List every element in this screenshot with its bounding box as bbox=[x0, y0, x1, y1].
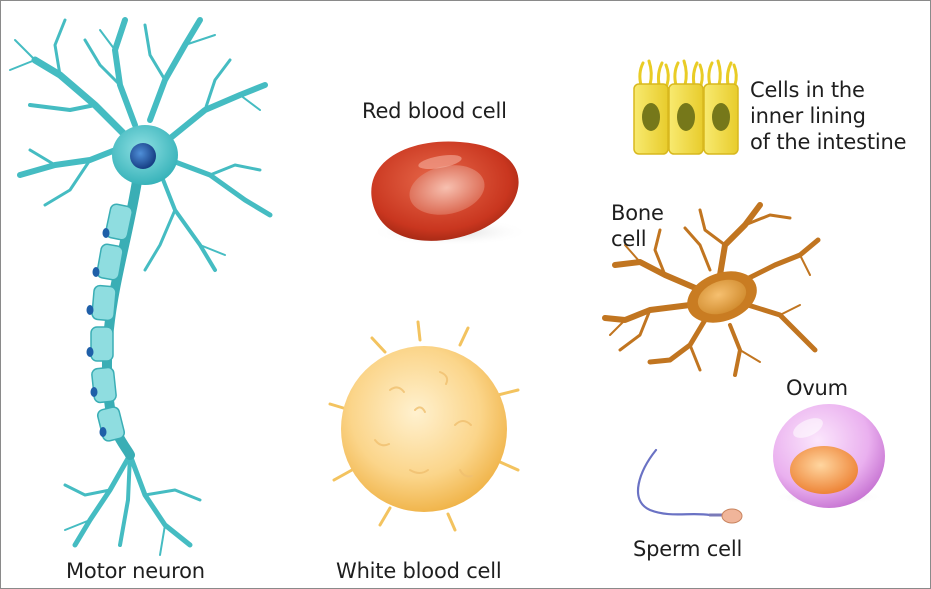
label-red-blood-cell: Red blood cell bbox=[362, 98, 507, 124]
label-ovum: Ovum bbox=[786, 375, 848, 401]
intestine-cells bbox=[634, 61, 738, 154]
white-blood-cell bbox=[330, 322, 518, 530]
red-blood-cell bbox=[370, 142, 530, 246]
sperm-cell bbox=[638, 450, 742, 523]
label-sperm-cell: Sperm cell bbox=[633, 536, 742, 562]
label-white-blood-cell: White blood cell bbox=[336, 558, 502, 584]
label-intestine-cells: Cells in the inner lining of the intesti… bbox=[750, 77, 906, 155]
label-bone-cell: Bone cell bbox=[611, 200, 681, 252]
ovum bbox=[773, 404, 885, 508]
motor-neuron bbox=[10, 20, 270, 555]
label-motor-neuron: Motor neuron bbox=[66, 558, 205, 584]
label-bone-line-2: cell bbox=[611, 226, 681, 252]
label-intestine-line-3: of the intestine bbox=[750, 129, 906, 155]
label-bone-line-1: Bone bbox=[611, 200, 681, 226]
label-intestine-line-1: Cells in the bbox=[750, 77, 906, 103]
label-intestine-line-2: inner lining bbox=[750, 103, 906, 129]
